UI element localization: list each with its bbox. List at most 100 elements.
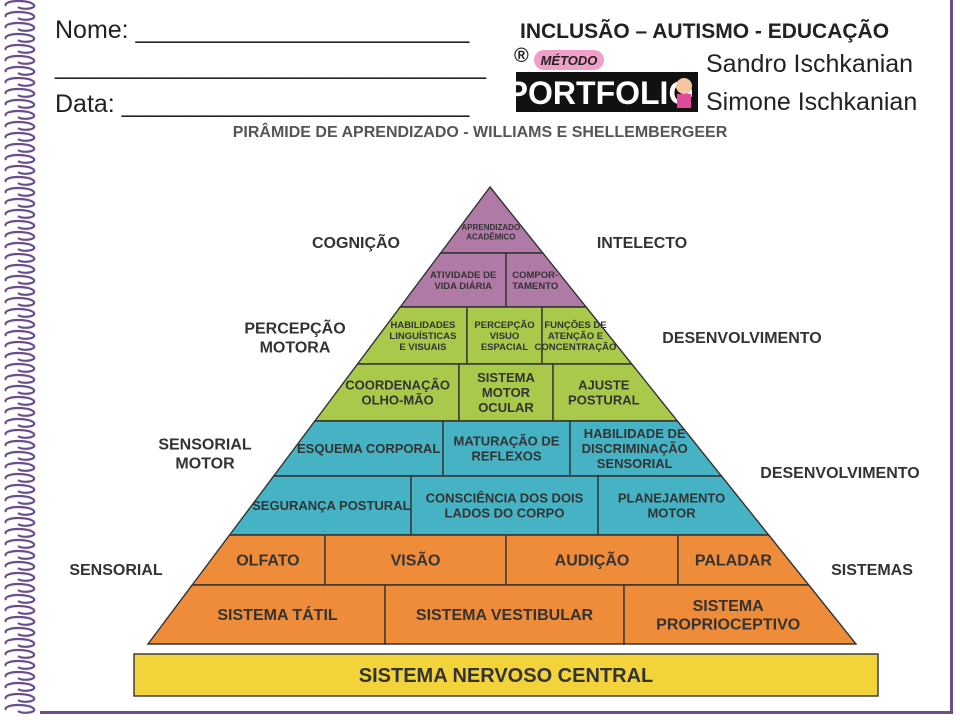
side-label: SENSORIAL — [69, 562, 163, 579]
side-label: INTELECTO — [597, 235, 687, 252]
spiral-coil — [4, 87, 36, 98]
author-name: Sandro Ischkanian — [706, 50, 914, 78]
logo-small-text: MÉTODO — [541, 53, 598, 68]
registered-mark: ® — [514, 46, 529, 67]
spiral-coil — [4, 626, 36, 637]
spiral-coil — [4, 604, 36, 615]
spiral-coil — [4, 538, 36, 549]
spiral-coil — [4, 340, 36, 351]
spiral-coil — [4, 681, 36, 692]
spiral-coil — [4, 461, 36, 472]
pyramid-block-label: OLFATO — [236, 553, 299, 570]
girl-icon — [676, 78, 692, 94]
base-bar — [133, 653, 879, 697]
spiral-coil — [4, 362, 36, 373]
spiral-coil — [4, 527, 36, 538]
pyramid-block — [623, 584, 858, 645]
spiral-coil — [4, 10, 36, 21]
spiral-coil — [4, 582, 36, 593]
header-title: INCLUSÃO – AUTISMO - EDUCAÇÃO — [520, 20, 890, 43]
spiral-coil — [4, 43, 36, 54]
pyramid-block-label: PALADAR — [695, 553, 772, 570]
spiral-coil — [4, 703, 36, 714]
spiral-coil — [4, 307, 36, 318]
pyramid-block-label: SEGURANÇA POSTURAL — [252, 498, 410, 513]
spiral-coil — [4, 329, 36, 340]
pyramid-block-label: VISÃO — [391, 550, 441, 570]
spiral-coil — [4, 571, 36, 582]
spiral-coil — [4, 164, 36, 175]
spiral-coil — [4, 406, 36, 417]
spiral-coil — [4, 615, 36, 626]
spiral-coil — [4, 483, 36, 494]
spiral-coil — [4, 252, 36, 263]
spiral-coil — [4, 450, 36, 461]
spiral-coil — [4, 692, 36, 703]
spiral-coil — [4, 131, 36, 142]
metodo-portfolio-logo: ® MÉTODO PORTFOLIO — [514, 46, 698, 112]
spiral-coil — [4, 373, 36, 384]
spiral-coil — [4, 296, 36, 307]
side-label: DESENVOLVIMENTO — [760, 465, 919, 482]
pyramid-block — [439, 185, 545, 254]
spiral-coil — [4, 439, 36, 450]
pyramid-block-label: AUDIÇÃO — [555, 550, 630, 570]
spiral-coil — [4, 120, 36, 131]
spiral-coil — [4, 0, 36, 10]
spiral-coil — [4, 241, 36, 252]
pyramid-block-label: SISTEMA TÁTIL — [217, 605, 338, 624]
spiral-coil — [4, 472, 36, 483]
spiral-coil — [4, 395, 36, 406]
spiral-coil — [4, 494, 36, 505]
spiral-coil — [4, 428, 36, 439]
author-name: Simone Ischkanian — [706, 88, 918, 116]
side-label: DESENVOLVIMENTO — [662, 330, 821, 347]
spiral-coil — [4, 516, 36, 527]
spiral-coil — [4, 648, 36, 659]
spiral-coil — [4, 637, 36, 648]
spiral-coil — [4, 76, 36, 87]
spiral-coil — [4, 659, 36, 670]
spiral-coil — [4, 549, 36, 560]
pyramid-title: PIRÂMIDE DE APRENDIZADO - WILLIAMS E SHE… — [232, 124, 728, 141]
page-border — [40, 0, 953, 714]
spiral-coil — [4, 197, 36, 208]
side-label: COGNIÇÃO — [312, 232, 400, 252]
blank-line: _______________________________ — [55, 52, 487, 80]
spiral-coil — [4, 318, 36, 329]
spiral-coil — [4, 98, 36, 109]
spiral-coil — [4, 505, 36, 516]
spiral-coil — [4, 65, 36, 76]
name-field-label: Nome: ________________________ — [55, 16, 470, 44]
spiral-coil — [4, 351, 36, 362]
spiral-coil — [4, 285, 36, 296]
spiral-coil — [4, 21, 36, 32]
spiral-coil — [4, 208, 36, 219]
spiral-coil — [4, 186, 36, 197]
spiral-coil — [4, 153, 36, 164]
spiral-coil — [4, 560, 36, 571]
spiral-coil — [4, 142, 36, 153]
spiral-coil — [4, 219, 36, 230]
logo-main-text: PORTFOLIO — [514, 75, 693, 111]
pyramid-block-label: COMPOR-TAMENTO — [512, 270, 558, 292]
spiral-coil — [4, 230, 36, 241]
spiral-coil — [4, 417, 36, 428]
spiral-coil — [4, 384, 36, 395]
